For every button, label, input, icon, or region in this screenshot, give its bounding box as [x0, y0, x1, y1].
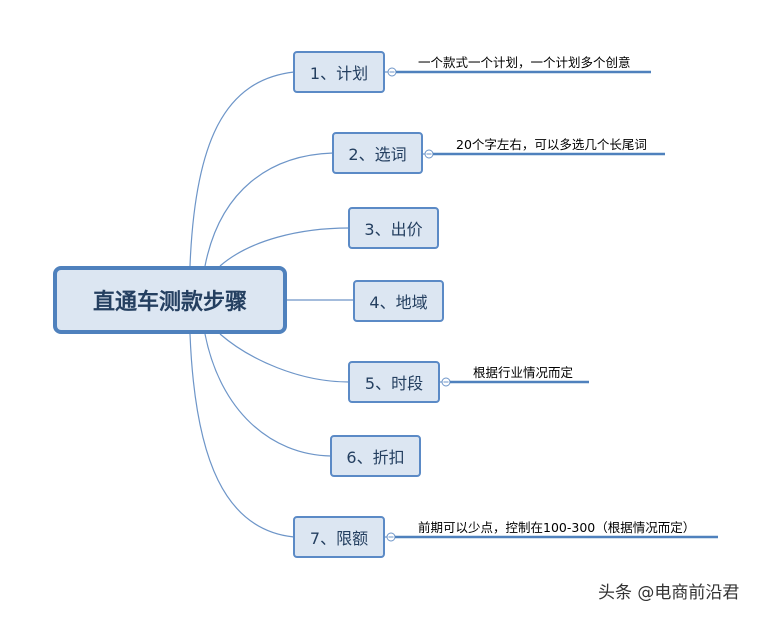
branch-node-region[interactable]: 4、地域 — [353, 280, 444, 322]
connector-3 — [219, 227, 350, 267]
branch-node-discount[interactable]: 6、折扣 — [330, 435, 421, 477]
note-keywords: 20个字左右，可以多选几个长尾词 — [456, 137, 647, 152]
branch-node-plan[interactable]: 1、计划 — [293, 51, 385, 93]
central-topic[interactable]: 直通车测款步骤 — [53, 266, 287, 334]
branch-node-bid[interactable]: 3、出价 — [348, 207, 439, 249]
note-plan: 一个款式一个计划，一个计划多个创意 — [418, 55, 631, 70]
branch-node-keywords[interactable]: 2、选词 — [332, 132, 423, 174]
branch-node-time[interactable]: 5、时段 — [348, 361, 440, 403]
connector-6 — [204, 333, 332, 457]
watermark: 头条 @电商前沿君 — [598, 583, 740, 603]
note-time: 根据行业情况而定 — [473, 365, 574, 380]
connector-7 — [189, 333, 295, 538]
connector-1 — [189, 71, 295, 267]
connector-2 — [204, 152, 334, 267]
connector-5 — [219, 333, 350, 383]
branch-node-budget[interactable]: 7、限额 — [293, 516, 385, 558]
note-budget: 前期可以少点，控制在100-300（根据情况而定） — [418, 520, 696, 535]
